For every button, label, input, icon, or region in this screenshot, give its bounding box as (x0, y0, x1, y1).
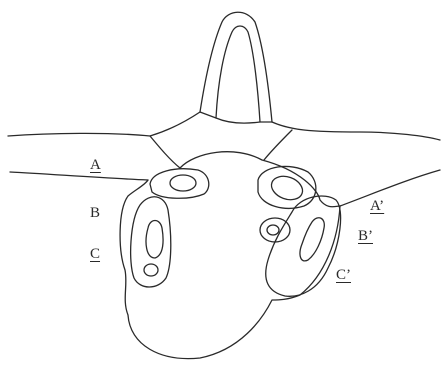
right-small-ring-inner (267, 225, 279, 235)
label-a-prime: A’ (370, 199, 384, 214)
right-lower-line (340, 170, 440, 206)
top-projection-outer (200, 12, 272, 122)
label-c: C (90, 247, 100, 262)
label-b-prime: B’ (358, 229, 373, 244)
label-c-prime: C’ (336, 268, 351, 283)
right-upper-oval-outer (258, 166, 316, 208)
left-upper-oval-inner (170, 175, 196, 191)
top-projection-inner (216, 26, 260, 122)
left-lower-inner-dot (144, 264, 158, 276)
right-lower-capsule (266, 196, 341, 296)
label-a: A (90, 158, 101, 173)
body-outline (120, 152, 340, 359)
left-neck-line (150, 136, 180, 168)
left-shoulder-line (8, 112, 200, 136)
left-lower-inner-slot (146, 221, 163, 259)
left-lower-line (10, 172, 148, 180)
right-shoulder-line (272, 122, 440, 140)
left-upper-oval-outer (150, 169, 209, 199)
right-neck-line (264, 130, 292, 160)
top-projection-base (200, 112, 272, 123)
right-lower-inner-slot (300, 218, 324, 261)
left-lower-capsule (131, 197, 171, 287)
label-b: B (90, 206, 100, 221)
